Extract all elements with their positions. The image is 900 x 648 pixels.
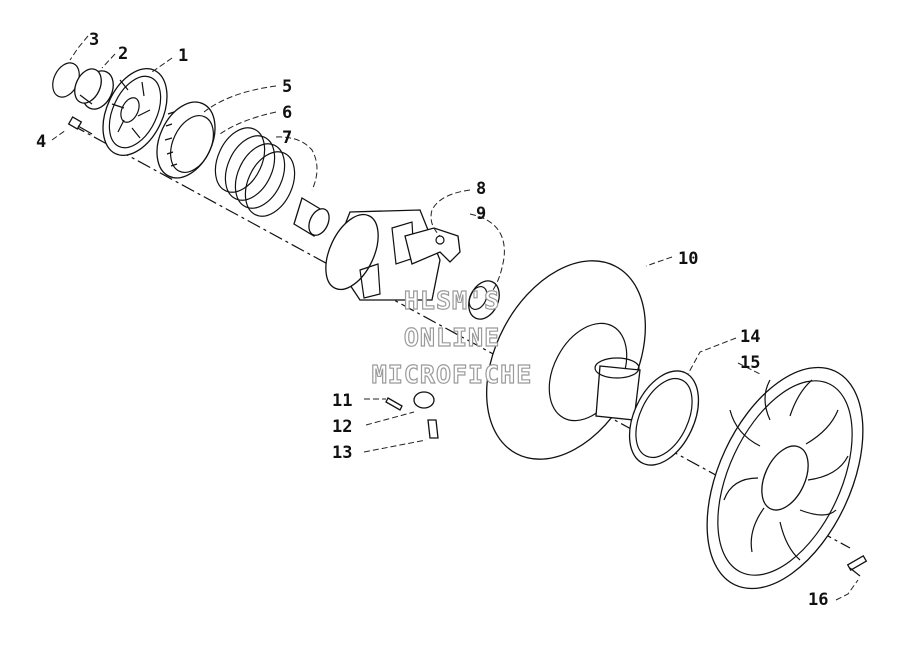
part-5-ring: [156, 101, 216, 179]
callout-5: 5: [282, 77, 292, 97]
part-4-screw: [67, 116, 93, 135]
part-13-pin: [427, 419, 439, 439]
callout-12: 12: [332, 417, 352, 437]
callout-7: 7: [282, 128, 292, 148]
part-9-roller: [468, 280, 500, 320]
watermark-line-2: ONLINE: [404, 323, 500, 352]
watermark-line-1: HLSM'S: [404, 286, 500, 315]
callout-10: 10: [678, 249, 698, 269]
part-12-roller: [413, 391, 435, 409]
part-2-bushing: [74, 68, 114, 110]
part-1-spider-plate: [102, 68, 168, 156]
watermark-line-3: MICROFICHE: [372, 360, 533, 389]
part-10-sheave: [485, 260, 647, 460]
callout-6: 6: [282, 103, 292, 123]
callout-13: 13: [332, 443, 352, 463]
cam-housing: [325, 209, 441, 301]
part-16-bolt: [846, 555, 868, 577]
part-7-sleeve: [293, 197, 330, 237]
part-11-pin: [385, 397, 403, 411]
callout-2: 2: [118, 44, 128, 64]
callout-14: 14: [740, 327, 760, 347]
leader-lines: [51, 35, 859, 601]
part-6-spring: [214, 127, 296, 217]
callout-16: 16: [808, 590, 828, 610]
callout-labels: 3 2 1 4 5 6 7 8 9 10 14 15 11 12 13 16: [36, 30, 828, 610]
part-15-fan-cover: [706, 366, 864, 590]
callout-3: 3: [89, 30, 99, 50]
callout-4: 4: [36, 132, 46, 152]
callout-8: 8: [476, 179, 486, 199]
watermark: HLSM'S ONLINE MICROFICHE: [371, 285, 533, 389]
callout-15: 15: [740, 353, 760, 373]
callout-11: 11: [332, 391, 352, 411]
callout-9: 9: [476, 204, 486, 224]
part-14-ring-plate: [628, 370, 700, 466]
callout-1: 1: [178, 46, 188, 66]
